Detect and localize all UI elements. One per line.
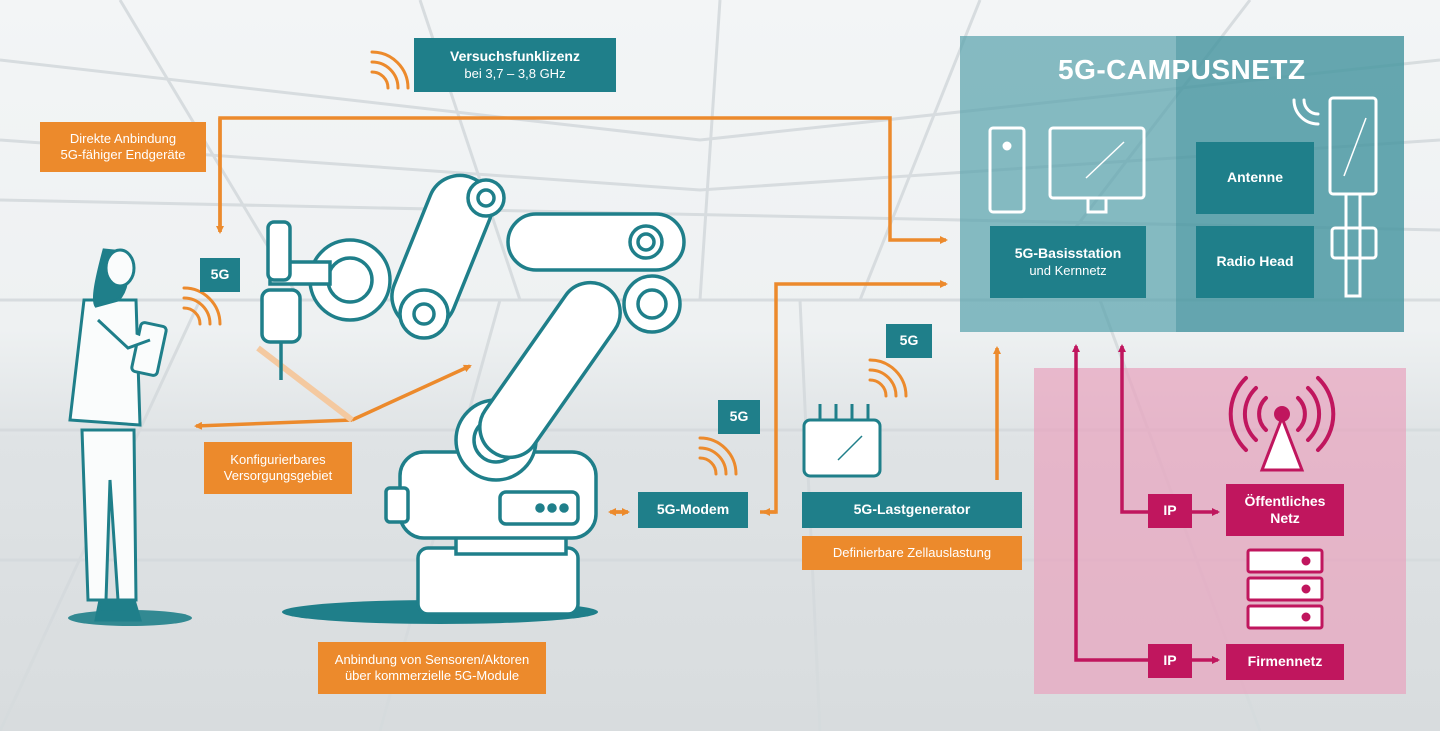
company-network-box: Firmennetz <box>1226 644 1344 680</box>
sensors-line-1: Anbindung von Sensoren/Aktoren <box>334 651 530 667</box>
coverage-line-2: Versorgungsgebiet <box>223 468 333 483</box>
monitor-icon <box>1048 126 1146 214</box>
direct-line-1: Direkte Anbindung <box>69 130 177 146</box>
public-network-box: Öffentliches Netz <box>1226 484 1344 536</box>
server-icon <box>1246 548 1324 630</box>
tag-ip-company: IP <box>1148 644 1192 678</box>
direct-line-2: 5G-fähiger Endgeräte <box>60 147 186 162</box>
beam-highlight <box>256 345 354 423</box>
cell-load-label: Definierbare Zellauslastung <box>802 536 1022 570</box>
sensors-line-2: über kommerzielle 5G-Module <box>344 668 520 683</box>
base-station-title: 5G-Basisstation <box>1014 245 1122 262</box>
radio-head-box: Radio Head <box>1196 226 1314 298</box>
coverage-line-1: Konfigurierbares <box>230 451 326 467</box>
person-shadow <box>68 610 192 626</box>
robot-arm-icon <box>260 173 686 624</box>
radio-tower-icon <box>1228 376 1336 472</box>
modem-box: 5G-Modem <box>638 492 748 528</box>
antenna-signal-icon <box>1292 98 1320 126</box>
coverage-area-label: Konfigurierbares Versorgungsgebiet <box>204 442 352 494</box>
antenna-device-icon <box>1328 96 1378 298</box>
base-station-box: 5G-Basisstation und Kernnetz <box>990 226 1146 298</box>
tag-ip-public: IP <box>1148 494 1192 528</box>
tag-5g-modem: 5G <box>718 400 760 434</box>
orange-arrows <box>194 116 1001 516</box>
wifi-signal-icon <box>182 50 908 476</box>
antenna-box: Antenne <box>1196 142 1314 214</box>
person-icon <box>68 248 168 622</box>
public-network-line-2: Netz <box>1270 510 1300 526</box>
license-subtitle: bei 3,7 – 3,8 GHz <box>464 65 566 81</box>
sensors-label: Anbindung von Sensoren/Aktoren über komm… <box>318 642 546 694</box>
tag-5g-load: 5G <box>886 324 932 358</box>
license-box: Versuchsfunklizenz bei 3,7 – 3,8 GHz <box>414 38 616 92</box>
base-station-device-icon <box>988 126 1026 214</box>
public-network-line-1: Öffentliches <box>1244 492 1326 509</box>
load-generator-box: 5G-Lastgenerator <box>802 492 1022 528</box>
base-station-subtitle: und Kernnetz <box>1029 262 1107 278</box>
campus-network-title: 5G-CAMPUSNETZ <box>1058 54 1306 85</box>
router-icon <box>802 404 882 478</box>
enterprise-zone <box>1034 368 1406 694</box>
magenta-arrows <box>1072 344 1220 664</box>
license-title: Versuchsfunklizenz <box>450 48 580 65</box>
direct-connection-label: Direkte Anbindung 5G-fähiger Endgeräte <box>40 122 206 172</box>
tag-5g-person: 5G <box>200 258 240 292</box>
